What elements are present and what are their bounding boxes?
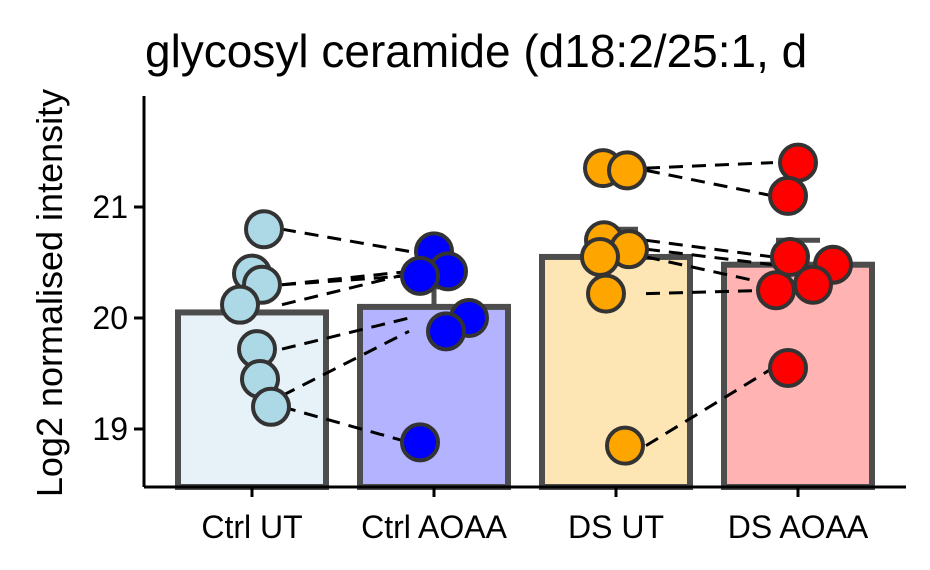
- chart-title: glycosyl ceramide (d18:2/25:1, d: [145, 25, 807, 77]
- point-2-4: [580, 236, 620, 277]
- pair-line-7: [645, 161, 774, 170]
- point-3-1: [768, 175, 808, 216]
- point-0-6: [251, 386, 291, 427]
- x-tick-label-1: Ctrl AOAA: [361, 509, 507, 545]
- point-1-5: [400, 422, 440, 463]
- pair-line-13: [645, 366, 774, 447]
- point-3-4: [793, 264, 833, 305]
- point-3-5: [756, 270, 796, 311]
- y-tick-label-21: 21: [92, 189, 128, 225]
- point-2-5: [586, 273, 626, 314]
- x-tick-label-0: Ctrl UT: [201, 509, 302, 545]
- point-2-1: [607, 150, 647, 191]
- pair-line-12: [645, 288, 774, 296]
- point-0-3: [220, 284, 260, 325]
- point-3-0: [778, 142, 818, 183]
- y-tick-label-20: 20: [92, 300, 128, 336]
- x-tick-label-3: DS AOAA: [728, 509, 869, 545]
- point-0-0: [244, 209, 284, 250]
- pair-line-2: [281, 274, 410, 287]
- point-1-2: [400, 255, 440, 296]
- pair-line-0: [281, 227, 410, 253]
- pair-line-3: [281, 272, 410, 307]
- pair-line-8: [645, 168, 774, 198]
- point-1-4: [426, 311, 466, 352]
- x-tick-label-2: DS UT: [568, 509, 664, 545]
- y-tick-label-19: 19: [92, 411, 128, 447]
- y-axis-title: Log2 normalised intensity: [29, 89, 70, 497]
- point-2-6: [605, 425, 645, 466]
- point-3-6: [768, 347, 808, 388]
- pair-line-5: [281, 329, 410, 398]
- point-3-2: [770, 236, 810, 277]
- pair-line-1: [281, 269, 410, 287]
